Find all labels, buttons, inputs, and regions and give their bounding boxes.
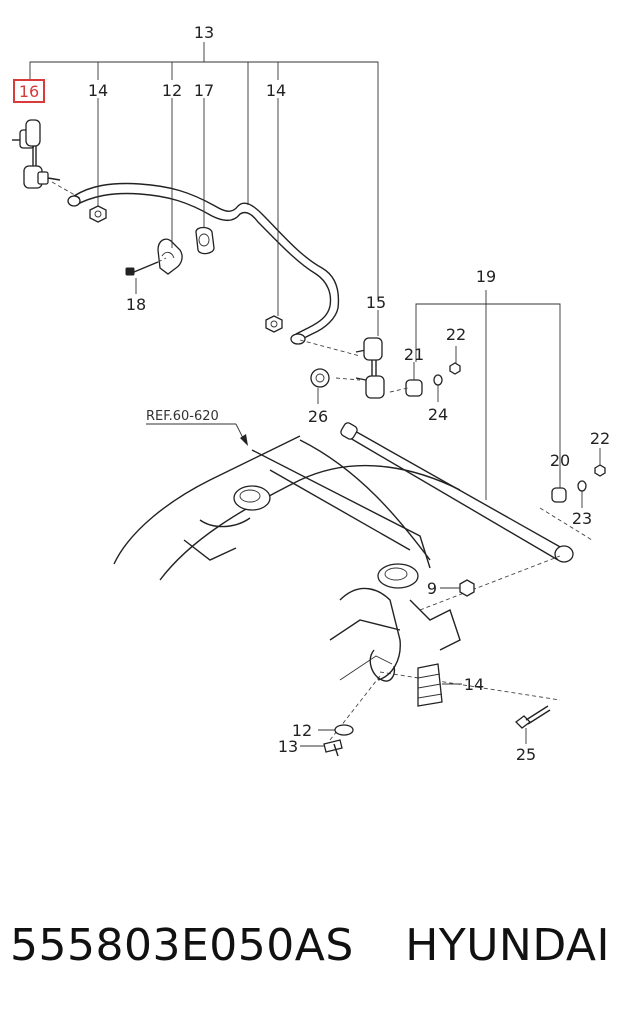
callout-13-top: 13 — [194, 23, 214, 42]
parts-exploded-diagram: 13 16 14 12 17 14 18 15 19 21 22 24 26 2… — [12, 23, 610, 764]
callout-25: 25 — [516, 745, 536, 764]
part-number: 555803E050AS — [10, 919, 354, 971]
callout-16: 16 — [19, 82, 39, 101]
callout-14-bottom: 14 — [464, 675, 484, 694]
alignment-dashes — [299, 339, 593, 741]
washer-upper[interactable] — [433, 374, 443, 402]
washer[interactable] — [310, 368, 330, 404]
reference-callout — [146, 423, 248, 446]
callout-20: 20 — [550, 451, 570, 470]
nut-9[interactable] — [440, 579, 475, 597]
stabilizer-link[interactable] — [12, 119, 81, 199]
rear-axle-body — [113, 435, 461, 682]
stabilizer-link-right[interactable] — [355, 310, 385, 399]
callout-22-a: 22 — [446, 325, 466, 344]
callout-13-bottom: 13 — [278, 737, 298, 756]
callout-23: 23 — [572, 509, 592, 528]
brand-name: HYUNDAI — [405, 919, 610, 971]
callout-26: 26 — [308, 407, 328, 426]
callout-19: 19 — [476, 267, 496, 286]
callout-21: 21 — [404, 345, 424, 364]
bracket-bolt[interactable] — [125, 257, 167, 294]
callout-15: 15 — [366, 293, 386, 312]
callout-14-mid: 14 — [266, 81, 286, 100]
reference-label: REF.60-620 — [146, 409, 219, 424]
callout-24: 24 — [428, 405, 448, 424]
highlight-box — [13, 79, 45, 103]
washer-lower[interactable] — [577, 480, 587, 508]
bar-bracket[interactable] — [157, 98, 183, 275]
callout-12-bottom: 12 — [292, 721, 312, 740]
stabilizer-bar[interactable] — [67, 182, 340, 345]
callout-18: 18 — [126, 295, 146, 314]
bolt-bottom[interactable] — [300, 739, 343, 757]
nut-left[interactable] — [89, 98, 107, 223]
lateral-rod-bushing-upper[interactable] — [405, 362, 423, 397]
nut-lower[interactable] — [594, 448, 606, 477]
top-leader-bracket — [29, 42, 379, 300]
lateral-rod-bushing-lower[interactable] — [551, 470, 567, 503]
callout-17: 17 — [194, 81, 214, 100]
bar-bushing[interactable] — [195, 98, 215, 255]
nut-right[interactable] — [265, 98, 283, 333]
callout-14-left: 14 — [88, 81, 108, 100]
callout-12-top: 12 — [162, 81, 182, 100]
callout-9: 9 — [427, 579, 437, 598]
caption: 555803E050AS HYUNDAI — [10, 905, 610, 985]
bump-stopper[interactable] — [417, 663, 462, 707]
callout-22-b: 22 — [590, 429, 610, 448]
bolt-25[interactable] — [515, 705, 551, 744]
washer-bottom[interactable] — [318, 724, 354, 736]
nut-upper[interactable] — [449, 346, 461, 375]
